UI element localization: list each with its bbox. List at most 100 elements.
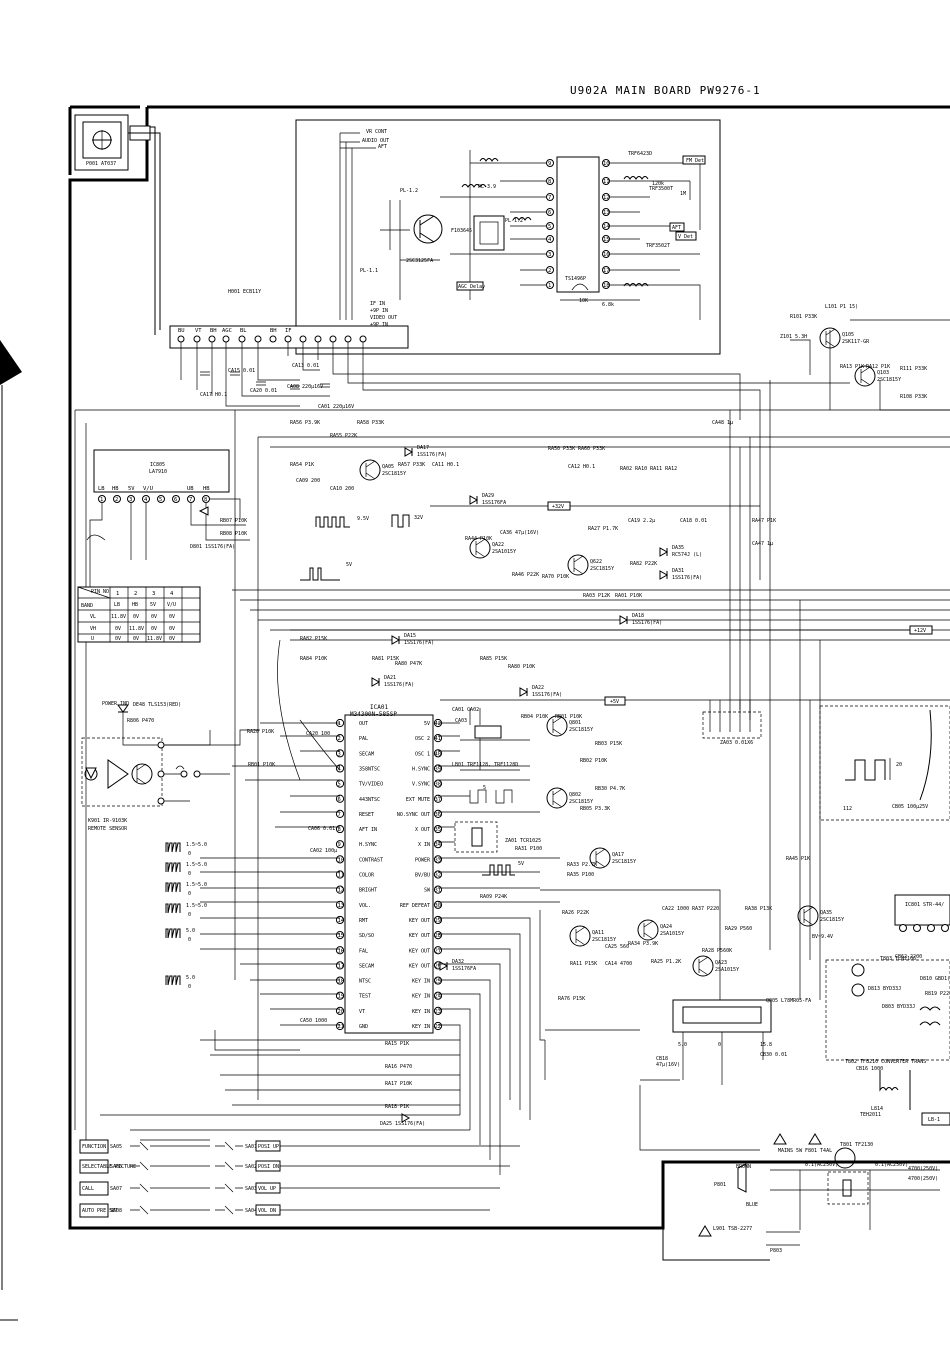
- band-ic-part: LA7910: [149, 469, 167, 475]
- switch-contact: [215, 1183, 500, 1193]
- svg-text:T803 TLN2106: T803 TLN2106: [880, 956, 916, 962]
- remote-sensor: POWER IND DE48 TLS153(RED) R806 P470 K90…: [81, 701, 275, 832]
- svg-text:0V: 0V: [115, 626, 121, 632]
- transistor-ref: QA24: [660, 924, 672, 930]
- mcu-pin-label: KEY IN: [412, 979, 430, 985]
- switch-label: POSI DN: [258, 1164, 279, 1170]
- svg-text:LB: LB: [98, 486, 105, 492]
- svg-text:RA85 P15K: RA85 P15K: [480, 656, 507, 662]
- mcu-pin-label: NO.SYNC OUT: [397, 812, 430, 818]
- mcu-pin-num: 6: [338, 797, 341, 803]
- svg-text:CB30 0.01: CB30 0.01: [760, 1052, 787, 1058]
- mcu-pin-label: AFT IN: [359, 827, 377, 833]
- svg-text:4: 4: [548, 237, 552, 243]
- mcu-pin-label: KEY IN: [412, 1024, 430, 1030]
- svg-text:POWER IND: POWER IND: [102, 701, 129, 707]
- mcu-pin-num: 7: [338, 812, 341, 818]
- svg-text:CA50 1000: CA50 1000: [300, 1018, 327, 1024]
- antenna-socket: P001 AT037: [74, 114, 129, 171]
- svg-text:P801: P801: [714, 1182, 726, 1188]
- rail-5v: [604, 696, 626, 706]
- mcu-pin-right: [433, 794, 443, 803]
- svg-text:RB02 P10K: RB02 P10K: [580, 758, 607, 764]
- diode-ref: DA31: [672, 568, 684, 574]
- diode-part: 1SS176(FA): [404, 640, 434, 646]
- resistor-labels: RA56 P3.9K RA54 P1K RA58 P33K RA55 P22K …: [290, 304, 927, 1110]
- mcu-pin-label: TEST: [359, 994, 371, 1000]
- transistor-symbol: [552, 716, 563, 736]
- mcu-pin-num: 13: [338, 903, 345, 909]
- mcu-right-wiring: [438, 722, 721, 1175]
- key-button[interactable]: [79, 1203, 109, 1218]
- svg-text:RA20 P10K: RA20 P10K: [247, 729, 274, 735]
- mcu-pin-left: [335, 794, 345, 803]
- tuner-ic-right-pins: 10 11 12 13 14 15 16 17 18: [602, 159, 610, 289]
- tuner-ic-label: TS1496P: [565, 276, 586, 282]
- tuner-vr-cont: VR CONT: [366, 129, 387, 135]
- mcu-pin-label: PAL: [359, 736, 368, 742]
- svg-text:0.1(AC250V): 0.1(AC250V): [875, 1162, 908, 1168]
- svg-text:11: 11: [603, 179, 610, 185]
- mcu-pin-left: [335, 764, 345, 773]
- transistor-ref: QA22: [492, 542, 504, 548]
- svg-text:15: 15: [603, 237, 610, 243]
- mcu-pin-right: [433, 840, 443, 849]
- mcu-pin-label: KEY OUT: [409, 963, 430, 969]
- mcu-pin-num: 28: [435, 933, 442, 939]
- svg-text:5V: 5V: [128, 486, 135, 492]
- transistor-part: 2SA1015Y: [660, 931, 684, 937]
- diode-ref: DA35: [672, 545, 684, 551]
- mcu-pin-num: 30: [435, 903, 442, 909]
- key-button[interactable]: [79, 1139, 109, 1154]
- svg-text:PIN NO: PIN NO: [91, 589, 109, 595]
- svg-text:9: 9: [548, 161, 551, 167]
- key-diode: [401, 1113, 411, 1123]
- mcu-pin-label: OSC 2: [415, 736, 430, 742]
- transistor-body: [359, 459, 381, 481]
- svg-text:Q805 L78MR05-FA: Q805 L78MR05-FA: [766, 998, 811, 1004]
- mcu-pin-label: RESET: [359, 812, 374, 818]
- svg-text:CA13 0.01: CA13 0.01: [292, 363, 319, 369]
- svg-text:0V: 0V: [151, 614, 157, 620]
- key-button[interactable]: [79, 1159, 109, 1174]
- svg-text:MAINS 5W: MAINS 5W: [778, 1148, 803, 1154]
- mcu-pin-num: 15: [338, 933, 345, 939]
- svg-text:11.8V: 11.8V: [147, 636, 162, 642]
- svg-text:CA11 H0.1: CA11 H0.1: [432, 462, 459, 468]
- transistor-ref: Q801: [569, 720, 581, 726]
- key-switch-contact: [130, 1183, 210, 1193]
- key-bus: [100, 1114, 470, 1141]
- svg-text:RA46 P22K: RA46 P22K: [512, 572, 539, 578]
- key-button[interactable]: [79, 1181, 109, 1196]
- diode-body: [439, 961, 449, 971]
- svg-text:VIDEO OUT: VIDEO OUT: [370, 315, 397, 321]
- waveform-zero: 0: [188, 851, 191, 857]
- waveform-amplitude: 5.0: [186, 928, 195, 934]
- waveform-amplitude: 1.5~5.0: [186, 862, 207, 868]
- svg-text:14: 14: [603, 224, 610, 230]
- transistor-symbol: [860, 366, 871, 386]
- svg-text:LB-1: LB-1: [928, 1117, 940, 1123]
- mcu-pin-left: [335, 976, 345, 985]
- mcu-pin-label: 358NTSC: [359, 766, 380, 772]
- mcu-pin-label: 5V: [424, 721, 430, 727]
- mcu-pin-label: VOL.: [359, 903, 371, 909]
- svg-text:+32V: +32V: [552, 504, 564, 510]
- svg-text:HB: HB: [203, 486, 210, 492]
- transistor-group: QA052SC1815YQA222SA1015YQ6222SC1815YQ801…: [359, 327, 901, 977]
- svg-text:RB05 P3.3K: RB05 P3.3K: [580, 806, 610, 812]
- svg-text:IF: IF: [285, 328, 292, 334]
- waveform-zero: 0: [188, 937, 191, 943]
- svg-text:1M: 1M: [680, 191, 686, 197]
- svg-text:RA35 P100: RA35 P100: [567, 872, 594, 878]
- transistor-symbol: [475, 538, 486, 558]
- svg-text:U: U: [91, 636, 94, 642]
- mcu-pin-label: RMT: [359, 918, 368, 924]
- svg-text:RA44 P10K: RA44 P10K: [465, 536, 492, 542]
- svg-text:PL-1.2: PL-1.2: [505, 218, 523, 224]
- mcu-pin-num: 23: [435, 1009, 442, 1015]
- waveform-zero: 0: [188, 891, 191, 897]
- page-title: U902A MAIN BOARD PW9276-1: [570, 84, 761, 97]
- svg-text:BLUE: BLUE: [746, 1202, 758, 1208]
- svg-text:RA50 P33K: RA50 P33K: [548, 446, 575, 452]
